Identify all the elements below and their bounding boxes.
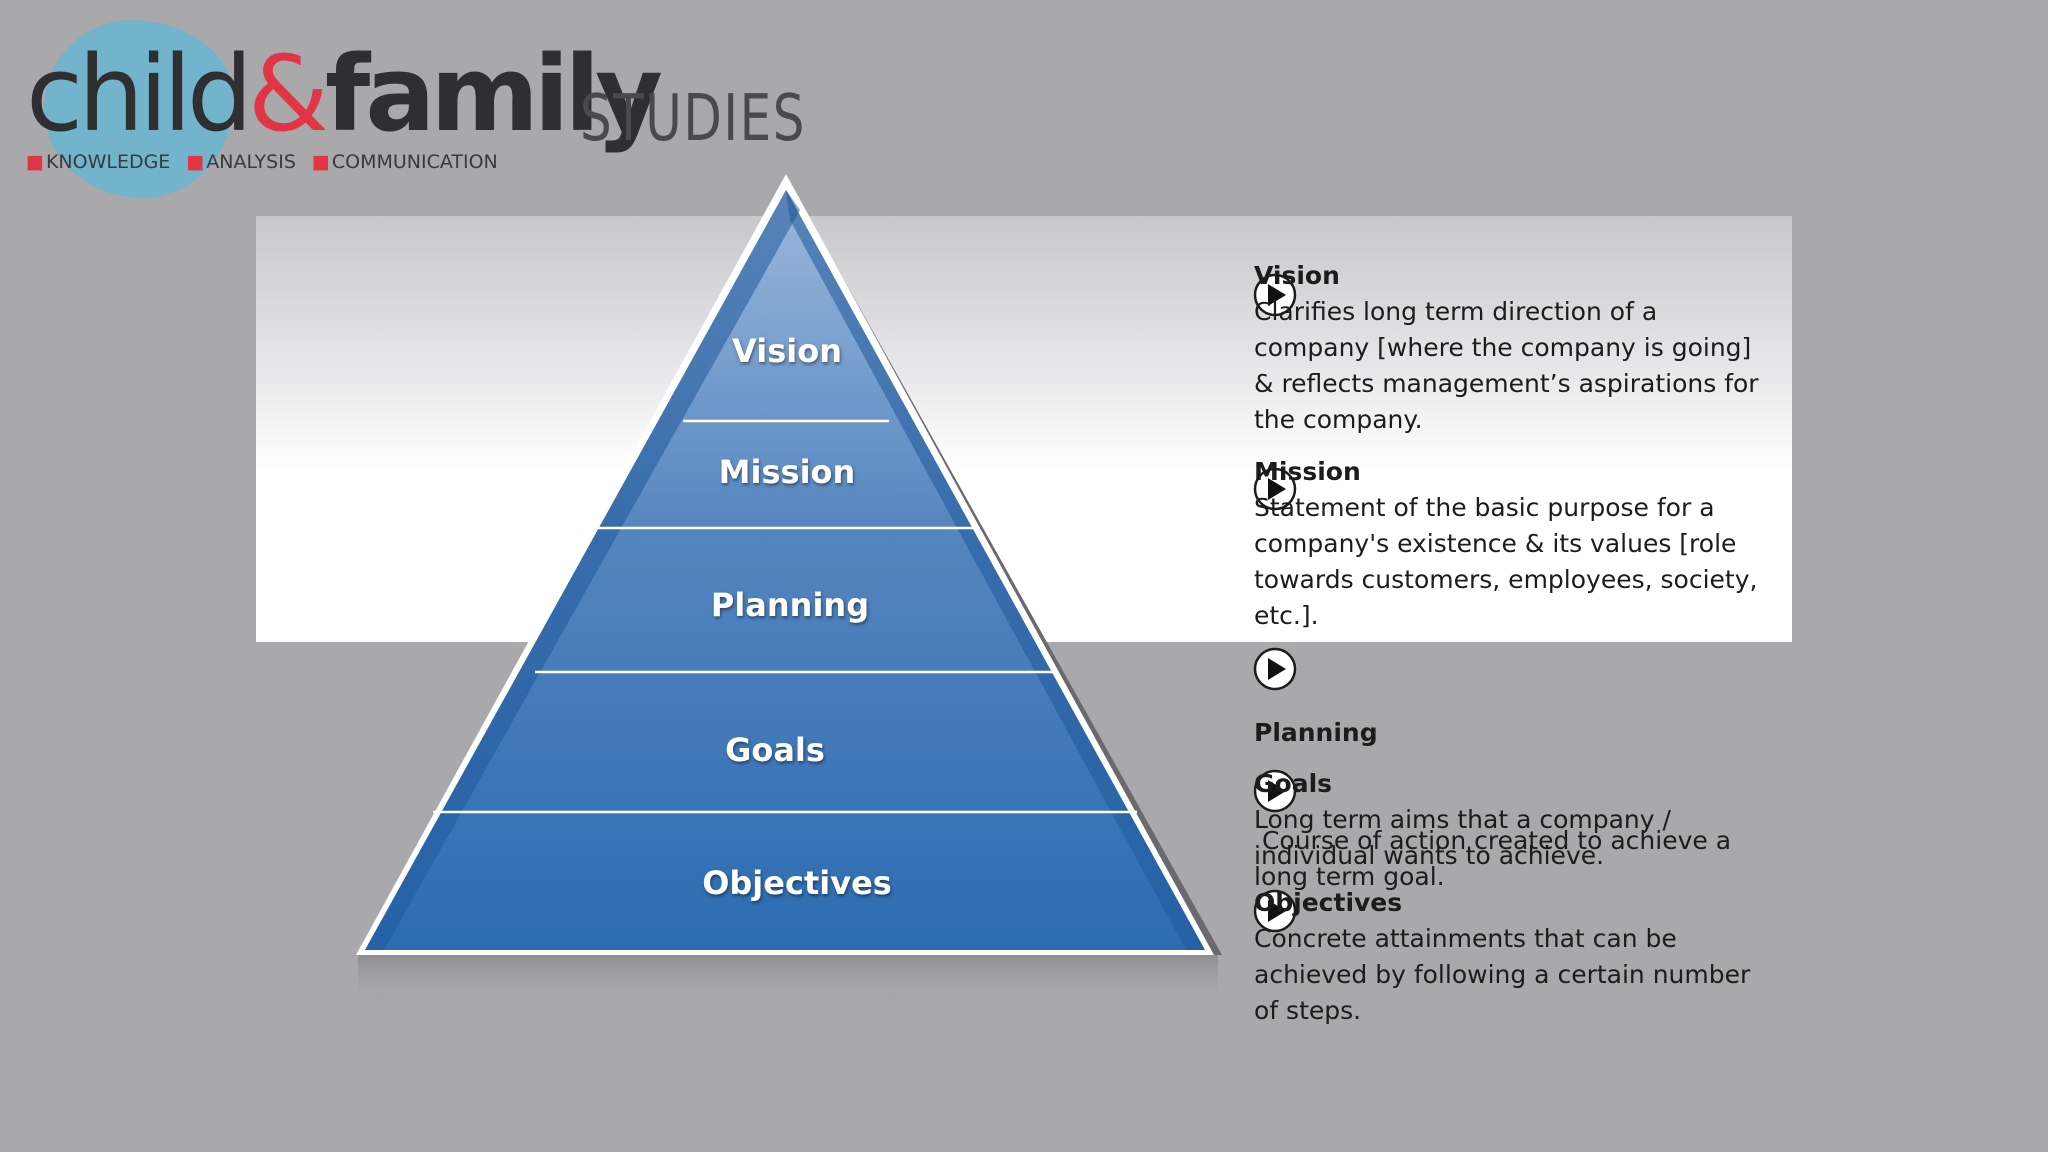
logo-word-family: family	[325, 33, 663, 155]
play-circle-icon	[1252, 888, 1298, 938]
description-title: Objectives	[1254, 888, 1403, 917]
description-item-vision: Vision Clarifies long term direction of …	[1254, 258, 1774, 438]
description-title: Vision	[1254, 261, 1340, 290]
tagline-bullet-icon: ■	[26, 151, 44, 173]
description-item-planning: Planning Course of action created to ach…	[1254, 643, 1774, 967]
description-body: Course of action created to achieve a lo…	[1254, 826, 1739, 891]
tagline-communication: COMMUNICATION	[331, 151, 498, 173]
logo-word-studies: STUDIES	[580, 82, 807, 156]
tagline-knowledge: KNOWLEDGE	[45, 151, 171, 173]
description-body: Concrete attainments that can be achieve…	[1254, 924, 1751, 1025]
pyramid-tier-lines	[433, 419, 1137, 814]
pyramid-level-objectives: Objectives	[702, 864, 892, 902]
description-body: Long term aims that a company / individu…	[1254, 805, 1671, 870]
pyramid-right-edge	[786, 190, 1205, 950]
description-title: Mission	[1254, 457, 1361, 486]
description-item-goals: Goals Long term aims that a company / in…	[1254, 766, 1774, 874]
play-circle-icon	[1252, 646, 1298, 696]
logo-blob	[44, 20, 234, 198]
logo-wordmark: child&family	[26, 42, 663, 146]
description-title: Goals	[1254, 769, 1333, 798]
description-item-mission: Mission Statement of the basic purpose f…	[1254, 454, 1774, 634]
tagline-bullet-icon: ■	[186, 151, 205, 173]
pyramid-level-planning: Planning	[710, 586, 870, 624]
tagline-bullet-icon: ■	[311, 151, 330, 173]
logo-word-child: child	[26, 33, 253, 155]
tagline-analysis: ANALYSIS	[206, 151, 296, 173]
play-circle-icon	[1252, 768, 1298, 818]
logo-tagline: ■KNOWLEDGE■ANALYSIS■COMMUNICATION	[26, 151, 498, 173]
pyramid-level-mission: Mission	[718, 453, 856, 491]
pyramid-body	[365, 190, 1205, 950]
pyramid-left-edge	[365, 190, 800, 950]
description-body: Statement of the basic purpose for a com…	[1254, 493, 1758, 630]
pyramid-level-goals: Goals	[725, 731, 825, 769]
description-title: Planning	[1254, 718, 1378, 747]
pyramid-level-vision: Vision	[732, 332, 842, 370]
description-body: Clarifies long term direction of a compa…	[1254, 297, 1759, 434]
play-circle-icon	[1252, 272, 1298, 322]
description-item-objectives: Objectives Concrete attainments that can…	[1254, 885, 1774, 1029]
pyramid-reflection	[358, 955, 1218, 1005]
play-circle-icon	[1252, 466, 1298, 516]
highlight-band	[256, 216, 1792, 642]
logo-ampersand: &	[247, 33, 329, 155]
